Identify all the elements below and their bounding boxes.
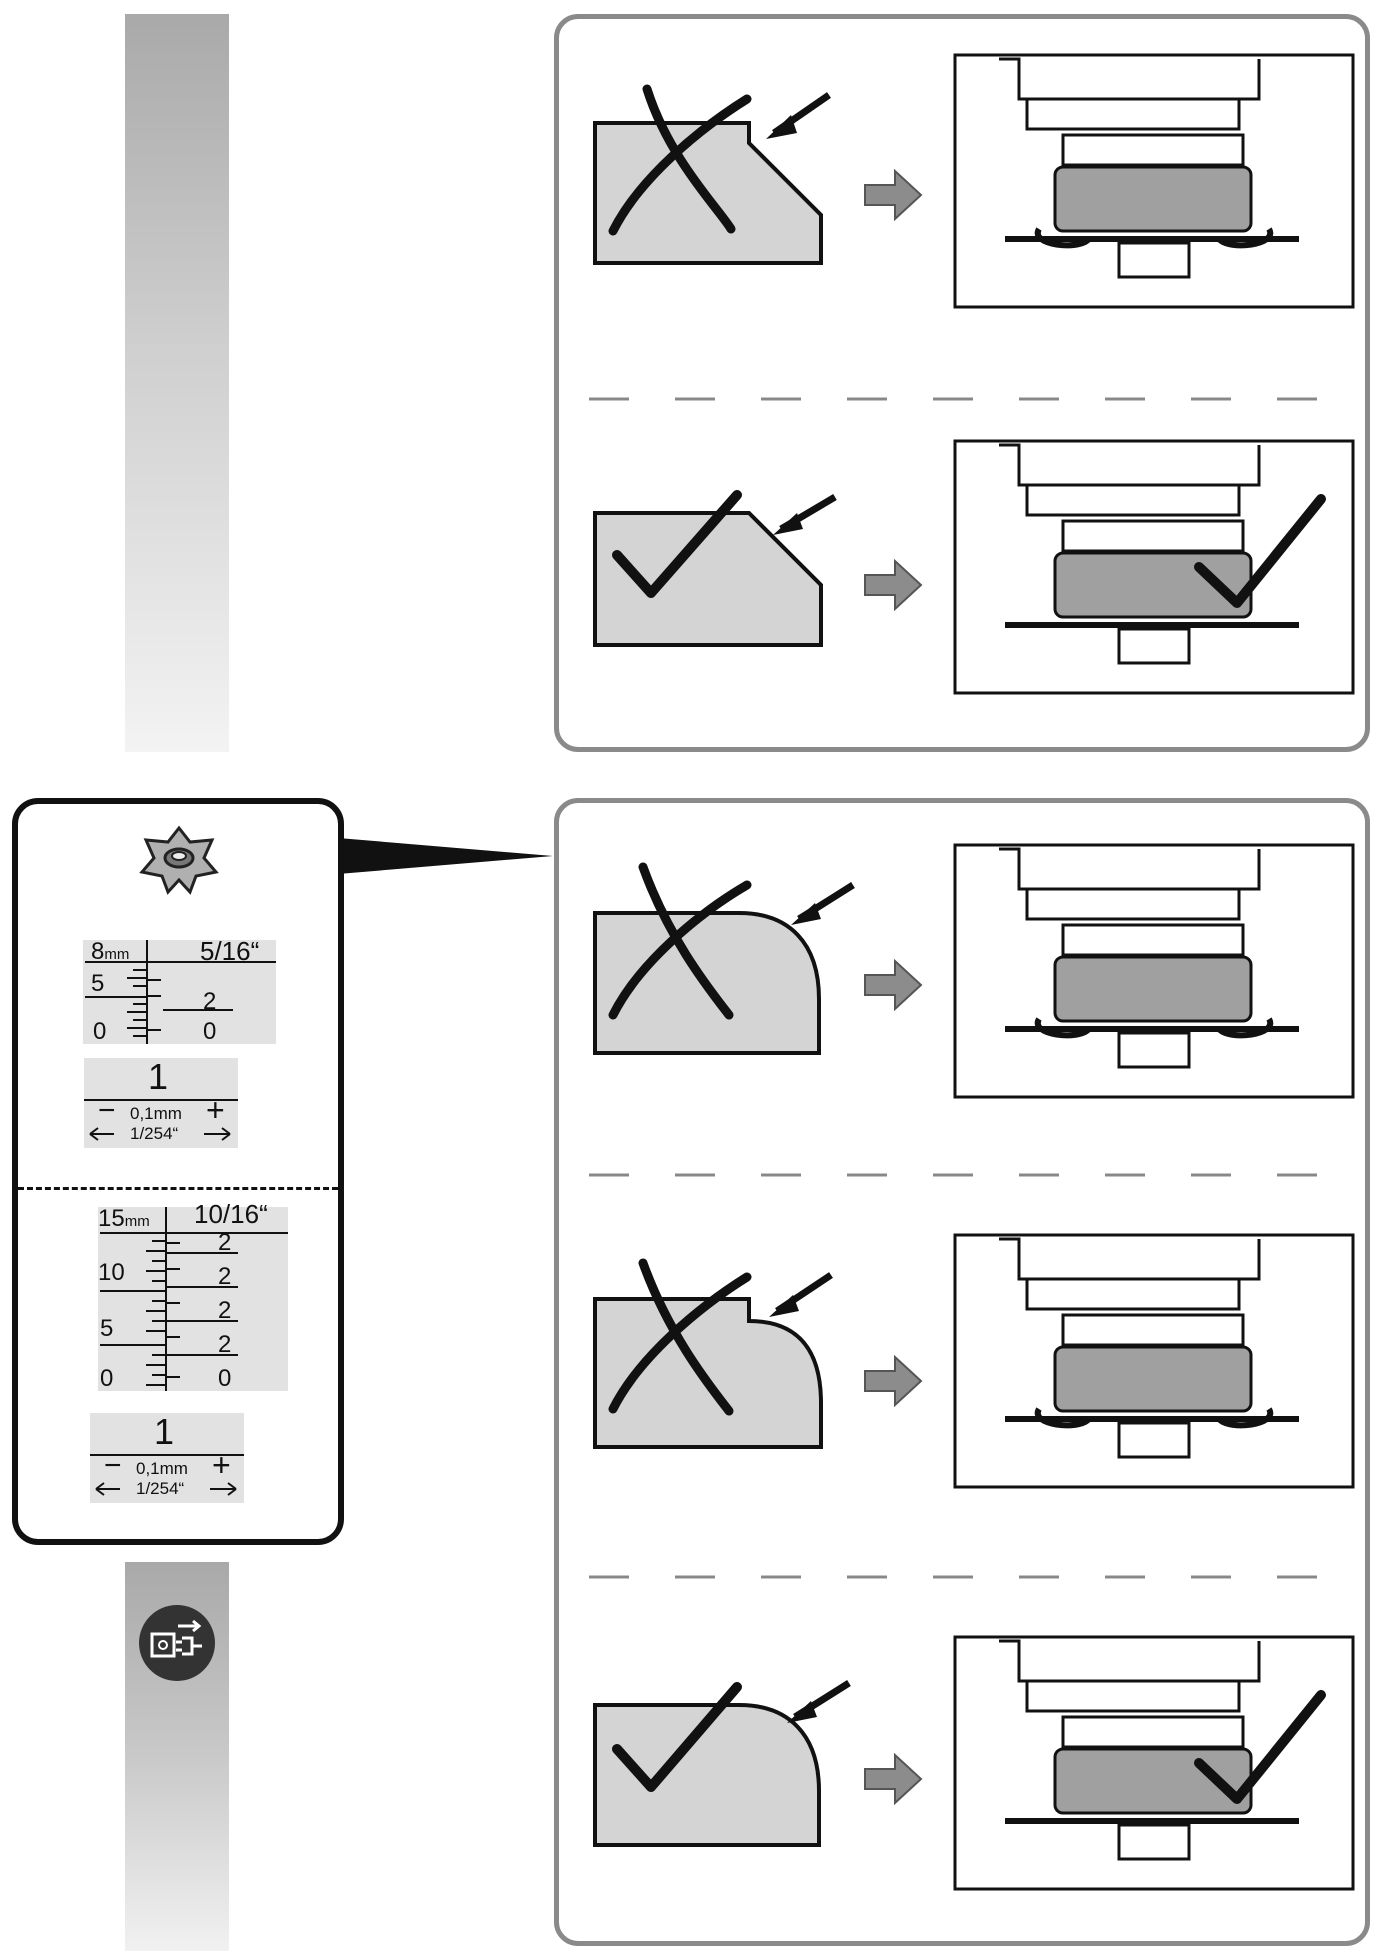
dial-8-value: 1 xyxy=(148,1056,169,1097)
scale-15-top-left: 15 xyxy=(98,1205,125,1232)
scale-8-right-tick-2: 0 xyxy=(203,1018,217,1045)
scale-15-unit: mm xyxy=(124,1213,150,1230)
scale-15-right-tick-4: 2 xyxy=(218,1331,232,1358)
dial-15-value: 1 xyxy=(154,1411,175,1452)
dial-8-plus: + xyxy=(206,1092,225,1128)
depth-dial-8mm: 1 − + 0,1mm 1/254“ xyxy=(84,1056,238,1148)
callout-pointer xyxy=(338,838,553,874)
gray-side-strip-bottom xyxy=(125,1562,229,1951)
scale-8-left-tick-2: 0 xyxy=(93,1018,107,1045)
scale-8-top-right: 5/16“ xyxy=(200,936,260,966)
scale-15-left-tick-1: 10 xyxy=(98,1259,125,1286)
scale-8-right-tick-1: 2 xyxy=(203,988,217,1015)
star-knob-icon xyxy=(138,824,220,896)
chamfer-example-panel xyxy=(554,14,1370,752)
scale-15-right-tick-3: 2 xyxy=(218,1297,232,1324)
router-illustration-wrong xyxy=(953,53,1355,309)
cross-mark-icon xyxy=(608,84,752,236)
depth-dial-15mm: 1 − + 0,1mm 1/254“ xyxy=(90,1411,244,1503)
dial-15-step-mm: 0,1mm xyxy=(136,1459,188,1478)
scale-15-left-tick-3: 0 xyxy=(100,1365,114,1392)
right-arrow-icon xyxy=(864,168,923,222)
scale-15-right-tick-1: 2 xyxy=(218,1229,232,1256)
dial-15-minus: − xyxy=(104,1449,122,1482)
dial-8-minus: − xyxy=(98,1094,116,1127)
callout-dashed-separator xyxy=(18,1187,338,1190)
dial-15-plus: + xyxy=(212,1447,231,1483)
depth-scale-8mm: 8mm 5/16“ 5 0 2 0 xyxy=(83,936,276,1045)
router-illustration-right xyxy=(953,439,1355,695)
scale-8-left-tick-1: 5 xyxy=(91,970,105,997)
roundover-example-panel xyxy=(554,798,1370,1946)
depth-scale-callout: 8mm 5/16“ 5 0 2 0 1 − + 0,1mm 1/254“ xyxy=(12,798,344,1545)
scale-15-right-tick-5: 0 xyxy=(218,1365,232,1392)
dial-15-step-in: 1/254“ xyxy=(136,1479,185,1498)
check-mark-icon xyxy=(612,490,742,598)
scale-15-right-tick-2: 2 xyxy=(218,1263,232,1290)
scale-15-top-right: 10/16“ xyxy=(194,1199,268,1229)
scale-8-top-left: 8 xyxy=(91,938,105,965)
unplug-power-icon xyxy=(138,1604,216,1682)
scale-8-unit: mm xyxy=(104,946,130,963)
scale-15-left-tick-2: 5 xyxy=(100,1315,114,1342)
depth-scale-15mm: 15mm 10/16“ 10 5 0 2 2 2 2 0 xyxy=(98,1199,288,1392)
gray-side-strip-top xyxy=(125,14,229,752)
dial-8-step-in: 1/254“ xyxy=(130,1124,179,1143)
dial-8-step-mm: 0,1mm xyxy=(130,1104,182,1123)
